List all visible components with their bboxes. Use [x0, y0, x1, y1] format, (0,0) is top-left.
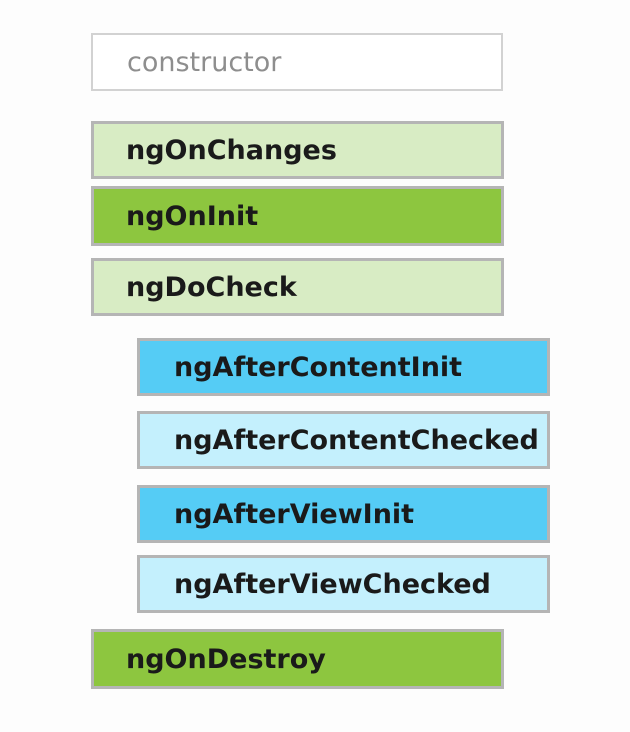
ngafterviewinit-box: ngAfterViewInit — [137, 485, 550, 543]
ngaftercontentinit-box: ngAfterContentInit — [137, 338, 550, 396]
ngdocheck-box: ngDoCheck — [91, 258, 504, 316]
ngondestroy-box: ngOnDestroy — [91, 629, 504, 689]
ngaftercontentchecked-box: ngAfterContentChecked — [137, 411, 550, 469]
constructor-box: constructor — [91, 33, 503, 91]
ngonchanges-box: ngOnChanges — [91, 121, 504, 179]
ngafterviewchecked-box: ngAfterViewChecked — [137, 555, 550, 613]
ngoninit-box: ngOnInit — [91, 186, 504, 246]
